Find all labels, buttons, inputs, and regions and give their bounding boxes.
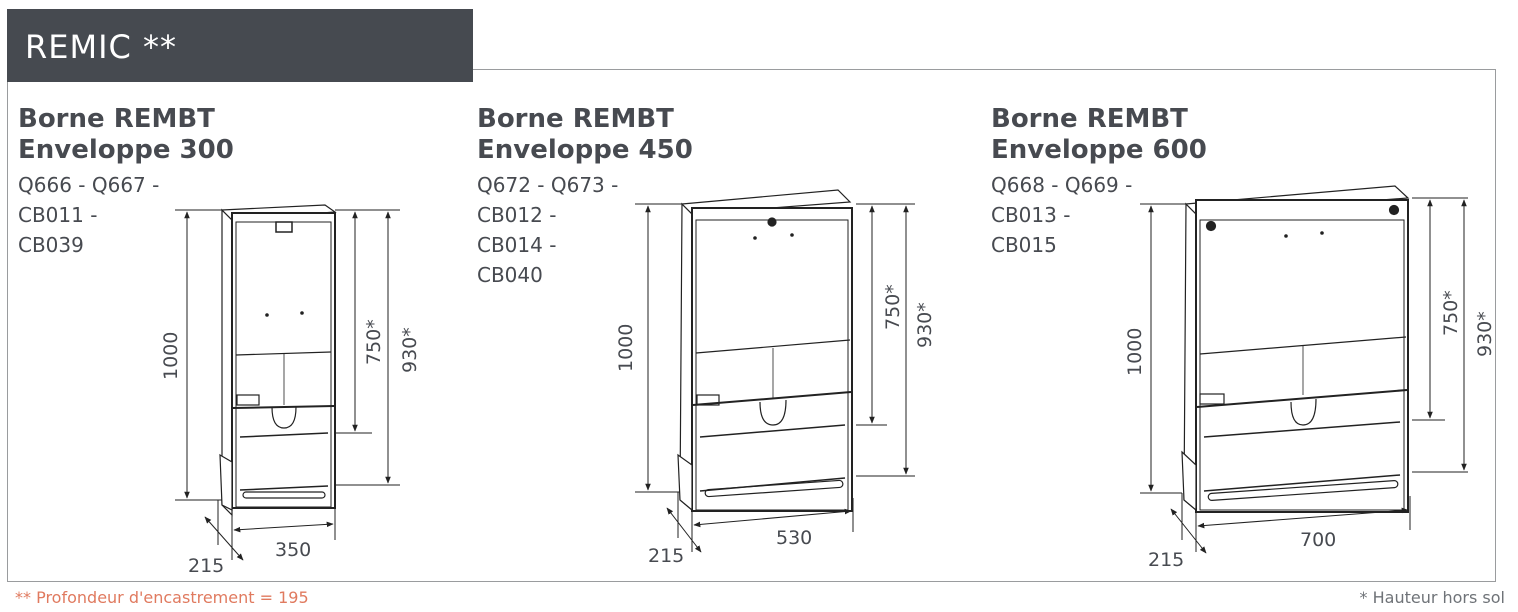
dim-height: 1000 (160, 332, 182, 380)
product-code: CB015 (991, 233, 1057, 257)
dim-width: 700 (1300, 529, 1336, 551)
product-title-line1: Borne REMBT (477, 104, 674, 134)
product-code: Q672 - Q673 - (477, 173, 619, 197)
dim-depth: 215 (188, 555, 224, 577)
product-code: CB014 - (477, 233, 557, 257)
dim-750: 750* (1440, 290, 1462, 336)
product-codes: Q668 - Q669 - CB013 - CB015 (991, 170, 1207, 260)
dim-height: 1000 (1124, 328, 1146, 376)
dim-height: 1000 (615, 324, 637, 372)
product-title-line1: Borne REMBT (18, 104, 215, 134)
product-title-line2: Enveloppe 600 (991, 135, 1207, 165)
footnote-height: * Hauteur hors sol (1359, 588, 1505, 607)
product-codes: Q672 - Q673 - CB012 - CB014 - CB040 (477, 170, 693, 290)
dim-width: 350 (275, 539, 311, 561)
product-code: CB039 (18, 233, 84, 257)
dim-depth: 215 (648, 545, 684, 567)
product-enveloppe-450: Borne REMBT Enveloppe 450 Q672 - Q673 - … (477, 104, 693, 290)
content-frame (7, 69, 1496, 582)
product-code: CB012 - (477, 203, 557, 227)
dim-930: 930* (399, 327, 421, 373)
product-code: Q668 - Q669 - (991, 173, 1133, 197)
product-code: CB013 - (991, 203, 1071, 227)
product-codes: Q666 - Q667 - CB011 - CB039 (18, 170, 234, 260)
product-enveloppe-300: Borne REMBT Enveloppe 300 Q666 - Q667 - … (18, 104, 234, 260)
dim-930: 930* (914, 302, 936, 348)
dim-750: 750* (882, 284, 904, 330)
dim-750: 750* (363, 319, 385, 365)
product-code: Q666 - Q667 - (18, 173, 160, 197)
technical-drawing-300: 1000 750* 930* 350 215 (160, 204, 421, 577)
product-enveloppe-600: Borne REMBT Enveloppe 600 Q668 - Q669 - … (991, 104, 1207, 260)
product-title-line2: Enveloppe 450 (477, 135, 693, 165)
product-title-line1: Borne REMBT (991, 104, 1188, 134)
product-title-line2: Enveloppe 300 (18, 135, 234, 165)
dim-width: 530 (776, 527, 812, 549)
section-title: REMIC ** (25, 28, 178, 66)
dim-depth: 215 (1148, 549, 1184, 570)
product-code: CB011 - (18, 203, 98, 227)
technical-drawing-600: 1000 750* 930* 700 215 (1124, 185, 1496, 570)
technical-drawing-450: 1000 750* 930* 530 215 (615, 189, 936, 567)
footnote-depth: ** Profondeur d'encastrement = 195 (15, 588, 309, 607)
dim-930: 930* (1474, 311, 1496, 357)
product-code: CB040 (477, 263, 543, 287)
section-header: REMIC ** (7, 9, 473, 82)
